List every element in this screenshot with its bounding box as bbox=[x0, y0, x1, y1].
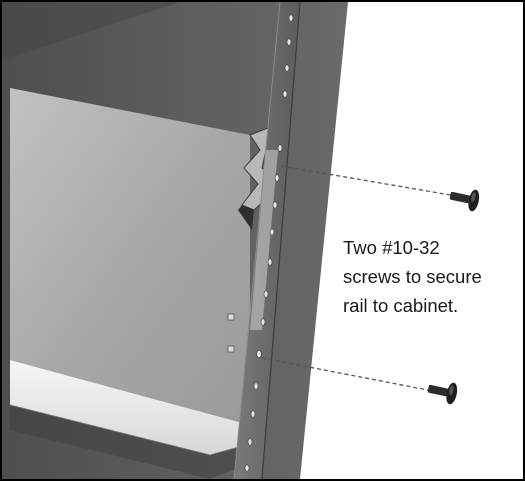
post-hole bbox=[288, 14, 294, 22]
post-hole bbox=[284, 64, 290, 72]
rail-bottom-lip bbox=[10, 360, 250, 455]
rail-panel-holes bbox=[227, 313, 235, 353]
post-hole bbox=[272, 201, 278, 209]
panel-square-hole bbox=[227, 313, 235, 321]
flat-head-screw-icon bbox=[449, 189, 480, 212]
cabinet-wall-shade bbox=[2, 2, 180, 60]
leader-line-upper bbox=[280, 165, 469, 199]
post-hole bbox=[244, 464, 250, 472]
callout-line: screws to secure bbox=[343, 266, 482, 287]
post-hole bbox=[274, 174, 280, 182]
rail-flange bbox=[250, 150, 278, 330]
rail-post-edge-left bbox=[233, 1, 281, 480]
post-hole bbox=[282, 90, 288, 98]
callout-line: Two #10-32 bbox=[343, 237, 440, 258]
post-hole bbox=[250, 410, 256, 418]
post-hole bbox=[286, 38, 292, 46]
post-hole bbox=[267, 258, 273, 266]
panel-square-hole bbox=[227, 345, 235, 353]
post-hole bbox=[260, 318, 266, 326]
rail-lip-shadow bbox=[10, 405, 246, 479]
screw-head-highlight bbox=[471, 192, 476, 203]
post-hole bbox=[269, 228, 275, 236]
rail-post-edge bbox=[261, 1, 301, 480]
screw-shank bbox=[449, 191, 471, 204]
post-hole bbox=[247, 438, 253, 446]
post-hole bbox=[263, 290, 269, 298]
rail-cutaway-dark bbox=[238, 205, 254, 230]
callout-line: rail to cabinet. bbox=[343, 295, 459, 316]
rail-post-holes bbox=[244, 14, 294, 472]
rail-panel bbox=[10, 88, 250, 425]
leader-line-lower bbox=[261, 357, 439, 393]
flat-head-screw-icon bbox=[427, 382, 458, 405]
post-hole bbox=[256, 350, 262, 358]
post-hole bbox=[253, 382, 259, 390]
screw-leader-lines bbox=[261, 165, 469, 393]
post-hole bbox=[277, 144, 283, 152]
screw-callout: Two #10-32 screws to secure rail to cabi… bbox=[343, 233, 518, 320]
screw-head-highlight bbox=[449, 385, 454, 396]
screw-shank bbox=[427, 384, 449, 397]
